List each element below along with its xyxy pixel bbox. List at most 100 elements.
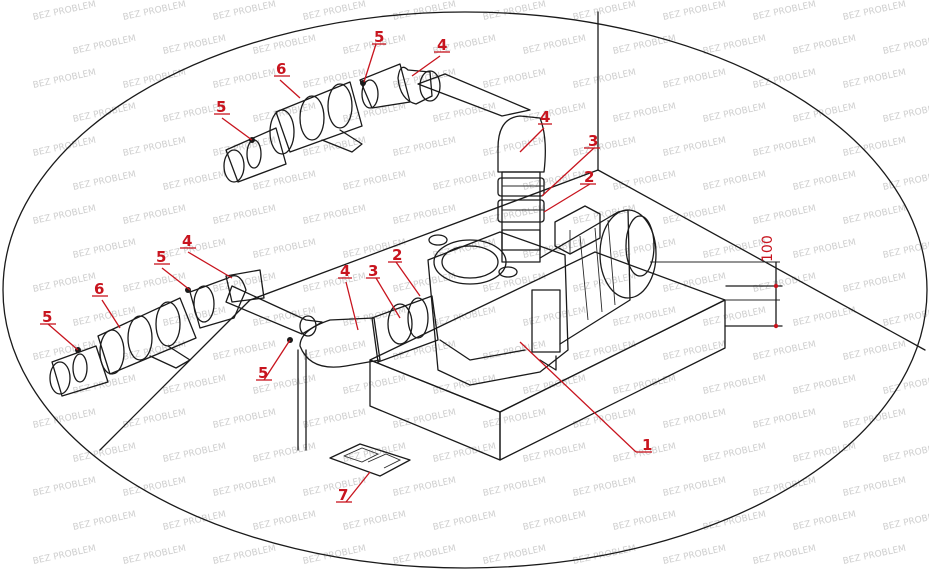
watermark-text: BEZ PROBLEM [72,34,137,57]
watermark-text: BEZ PROBLEM [752,0,817,23]
watermark-text: BEZ PROBLEM [482,476,547,499]
watermark-text: BEZ PROBLEM [212,204,277,227]
callout-clamp-top-right: 5 [374,28,384,46]
wall-floor-right [597,169,926,351]
watermark-text: BEZ PROBLEM [72,510,137,533]
watermark-text: BEZ PROBLEM [792,170,857,193]
watermark-text: BEZ PROBLEM [842,544,907,567]
watermark-text: BEZ PROBLEM [252,102,317,125]
callout-valve-bottom: 6 [94,280,104,298]
watermark-text: BEZ PROBLEM [882,374,929,397]
callout-valve-top: 6 [276,60,286,78]
watermark-text: BEZ PROBLEM [612,238,677,261]
watermark-text: BEZ PROBLEM [252,442,317,465]
watermark-text: BEZ PROBLEM [212,136,277,159]
watermark-text: BEZ PROBLEM [302,408,367,431]
watermark-text: BEZ PROBLEM [792,238,857,261]
watermark-text: BEZ PROBLEM [32,0,97,23]
watermark-text: BEZ PROBLEM [662,476,727,499]
watermark-text: BEZ PROBLEM [122,0,187,23]
watermark-text: BEZ PROBLEM [882,102,929,125]
watermark-text: BEZ PROBLEM [72,170,137,193]
watermark-text: BEZ PROBLEM [252,34,317,57]
watermark-text: BEZ PROBLEM [252,238,317,261]
watermark-text: BEZ PROBLEM [392,544,457,567]
watermark-text: BEZ PROBLEM [792,510,857,533]
watermark-text: BEZ PROBLEM [122,408,187,431]
watermark-text: BEZ PROBLEM [212,408,277,431]
watermark-text: BEZ PROBLEM [122,204,187,227]
watermark-text: BEZ PROBLEM [842,0,907,23]
watermark-text: BEZ PROBLEM [572,476,637,499]
watermark-text: BEZ PROBLEM [702,374,767,397]
watermark-text: BEZ PROBLEM [882,170,929,193]
watermark-text: BEZ PROBLEM [162,442,227,465]
watermark-text: BEZ PROBLEM [522,510,587,533]
callout-elbow-bottom-left: 4 [182,232,192,250]
watermark-text: BEZ PROBLEM [32,340,97,363]
watermark-text: BEZ PROBLEM [162,170,227,193]
watermark-text: BEZ PROBLEM [122,68,187,91]
watermark-text: BEZ PROBLEM [792,34,857,57]
watermark-text: BEZ PROBLEM [392,476,457,499]
concrete-base [369,251,780,461]
watermark-text: BEZ PROBLEM [32,476,97,499]
watermark-text: BEZ PROBLEM [482,204,547,227]
watermark-text: BEZ PROBLEM [432,510,497,533]
watermark-text: BEZ PROBLEM [792,306,857,329]
watermark-text: BEZ PROBLEM [392,0,457,23]
watermark-text: BEZ PROBLEM [392,136,457,159]
watermark-text: BEZ PROBLEM [432,170,497,193]
watermark-text: BEZ PROBLEM [122,136,187,159]
dimension-label: 100 [760,235,776,262]
watermark-text: BEZ PROBLEM [302,68,367,91]
watermark-text: BEZ PROBLEM [572,0,637,23]
watermark-text: BEZ PROBLEM [662,68,727,91]
watermark-text: BEZ PROBLEM [162,374,227,397]
callout-clamp-top-left: 5 [216,98,226,116]
floor-drain [329,443,411,477]
watermark-text: BEZ PROBLEM [842,272,907,295]
watermark-text: BEZ PROBLEM [32,272,97,295]
watermark-text: BEZ PROBLEM [752,544,817,567]
watermark-text: BEZ PROBLEM [342,510,407,533]
watermark-text: BEZ PROBLEM [842,136,907,159]
pump-outlet-pipe [497,171,545,263]
watermark-text: BEZ PROBLEM [842,340,907,363]
callout-floor-drain: 7 [338,486,348,504]
watermark-text: BEZ PROBLEM [212,476,277,499]
top-pipe-run [223,63,546,183]
watermark-text: BEZ PROBLEM [752,272,817,295]
watermark-text: BEZ PROBLEM [882,34,929,57]
watermark-text: BEZ PROBLEM [792,374,857,397]
view-boundary-ellipse [2,11,928,569]
callout-adapter-inlet: 3 [368,262,378,280]
watermark-text: BEZ PROBLEM [612,306,677,329]
watermark-text: BEZ PROBLEM [572,68,637,91]
watermark-text: BEZ PROBLEM [662,272,727,295]
watermark-text: BEZ PROBLEM [792,102,857,125]
watermark-text: BEZ PROBLEM [842,68,907,91]
base-height-dimension: 100 [724,235,783,329]
watermark-text: BEZ PROBLEM [522,442,587,465]
callout-adapter-outlet: 3 [588,132,598,150]
callout-union-inlet: 2 [392,246,402,264]
watermark-text: BEZ PROBLEM [302,340,367,363]
watermark-text: BEZ PROBLEM [432,374,497,397]
watermark-text: BEZ PROBLEM [32,408,97,431]
watermark-text: BEZ PROBLEM [212,68,277,91]
watermark-text: BEZ PROBLEM [752,408,817,431]
callout-numbers: 1 2 2 3 3 4 4 4 4 5 5 5 5 5 6 6 7 [42,28,652,504]
bottom-pipe-run [49,269,439,451]
callout-clamp-under: 5 [258,364,268,382]
watermark-text: BEZ PROBLEM [792,442,857,465]
watermark-text: BEZ PROBLEM [612,34,677,57]
watermark-text: BEZ PROBLEM [212,544,277,567]
watermark-text: BEZ PROBLEM [522,102,587,125]
watermark-text: BEZ PROBLEM [162,34,227,57]
callout-elbow-top-left: 4 [437,36,447,54]
watermark-text: BEZ PROBLEM [482,544,547,567]
watermark-text: BEZ PROBLEM [752,204,817,227]
watermark-text: BEZ PROBLEM [612,102,677,125]
